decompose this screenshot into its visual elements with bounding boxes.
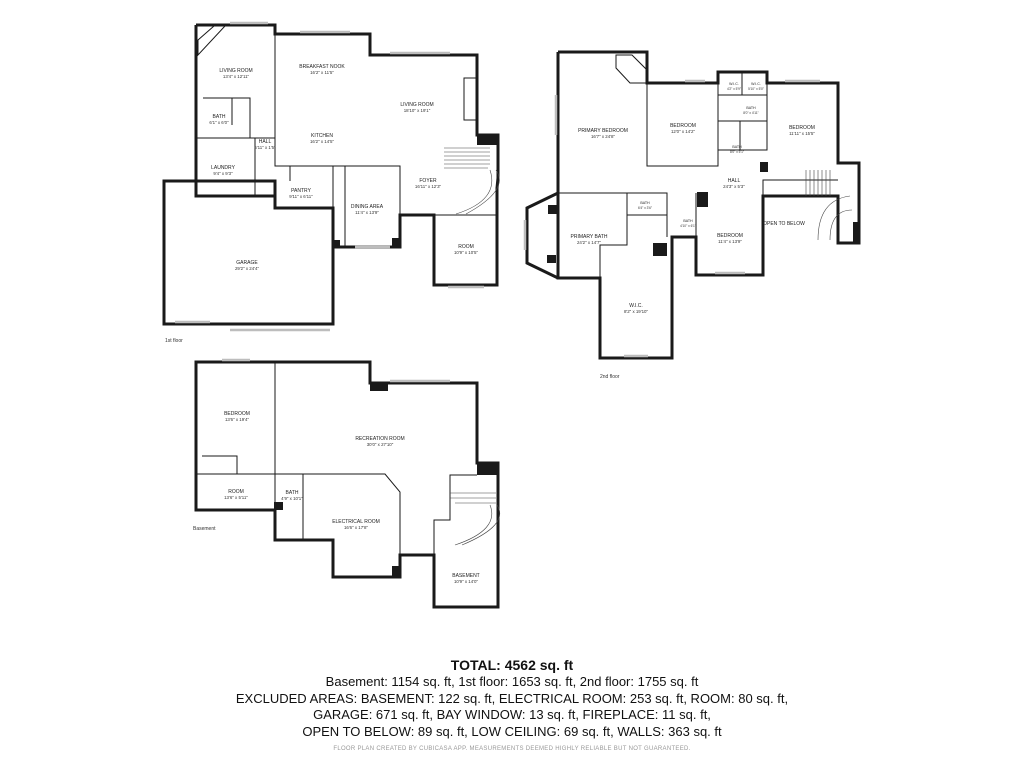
- dim-room: 10'9" x 10'5": [454, 250, 479, 255]
- label-room-basement: ROOM: [228, 489, 244, 495]
- dim-bath-d: 4'10" x 6'1": [680, 224, 696, 228]
- dim-basement-room: 10'9" x 14'0": [454, 579, 479, 584]
- label-foyer: FOYER: [419, 178, 437, 184]
- dim-wic-c: 8'2" x 19'10": [624, 309, 649, 314]
- dim-living-room: 13'4" x 12'11": [223, 74, 250, 79]
- dim-primary-bath: 24'2" x 14'7": [577, 240, 602, 245]
- label-dining-area: DINING AREA: [351, 204, 384, 210]
- label-bedroom-a: BEDROOM: [670, 123, 696, 129]
- dim-bedroom-a: 12'0" x 14'2": [671, 129, 696, 134]
- basement-caption: Basement: [193, 526, 216, 532]
- label-recreation-room: RECREATION ROOM: [355, 436, 404, 442]
- dim-foyer: 16'11" x 12'3": [415, 184, 442, 189]
- label-wic-a: W.I.C.: [729, 82, 739, 86]
- dim-bedroom-basement: 13'6" x 19'4": [225, 417, 250, 422]
- label-hall-2: HALL: [728, 178, 741, 184]
- label-bath-c: BATH: [640, 201, 650, 205]
- second-floor-labels: PRIMARY BEDROOM 16'7" x 24'8" BEDROOM 12…: [571, 82, 816, 380]
- dim-wic-b: 5'10" x 5'0": [748, 87, 764, 91]
- label-hall: HALL: [259, 139, 272, 145]
- label-breakfast-nook: BREAKFAST NOOK: [299, 64, 345, 70]
- disclaimer: FLOOR PLAN CREATED BY CUBICASA APP. MEAS…: [333, 746, 691, 752]
- excluded-areas-line-3: OPEN TO BELOW: 89 sq. ft, LOW CEILING: 6…: [302, 723, 722, 739]
- label-kitchen: KITCHEN: [311, 133, 333, 139]
- label-wic-c: W.I.C.: [629, 303, 643, 309]
- label-bath-d: BATH: [683, 219, 693, 223]
- second-floor-caption: 2nd floor: [600, 374, 620, 380]
- dim-hall-2: 24'3" x 5'3": [723, 184, 745, 189]
- dim-breakfast-nook: 16'2" x 11'5": [310, 70, 334, 75]
- basement-labels: BEDROOM 13'6" x 19'4" RECREATION ROOM 30…: [193, 411, 480, 584]
- dim-bath-basement: 4'9" x 10'1": [281, 496, 303, 501]
- label-bath: BATH: [213, 114, 226, 120]
- label-living-room: LIVING ROOM: [219, 68, 252, 74]
- dim-primary-bedroom: 16'7" x 24'8": [591, 134, 616, 139]
- dim-bath-a: 8'0" x 4'11": [743, 111, 758, 115]
- label-garage: GARAGE: [236, 260, 258, 266]
- label-bath-b: BATH: [732, 145, 742, 149]
- label-bedroom-b: BEDROOM: [789, 125, 815, 131]
- area-summary: TOTAL: 4562 sq. ft Basement: 1154 sq. ft…: [0, 656, 1024, 752]
- floor-areas: Basement: 1154 sq. ft, 1st floor: 1653 s…: [325, 674, 699, 689]
- label-bath-basement: BATH: [286, 490, 299, 496]
- first-floor-plan: [162, 21, 500, 332]
- dim-electrical-room: 16'6" x 17'8": [344, 525, 369, 530]
- total-area: TOTAL: 4562 sq. ft: [450, 657, 574, 673]
- basement-plan: [194, 358, 501, 609]
- dim-garage: 29'2" x 24'4": [235, 266, 260, 271]
- label-wic-b: W.I.C.: [751, 82, 761, 86]
- dim-bath: 6'1" x 6'0": [209, 120, 229, 125]
- label-bath-a: BATH: [746, 106, 756, 110]
- label-primary-bath: PRIMARY BATH: [571, 234, 608, 240]
- first-floor-labels: LIVING ROOM 13'4" x 12'11" BREAKFAST NOO…: [165, 64, 478, 344]
- label-open-to-below: OPEN TO BELOW: [763, 221, 805, 227]
- dim-room-basement: 13'6" x 5'11": [224, 495, 248, 500]
- label-laundry: LAUNDRY: [211, 165, 235, 171]
- label-basement-room: BASEMENT: [452, 573, 480, 579]
- excluded-areas-line-2: GARAGE: 671 sq. ft, BAY WINDOW: 13 sq. f…: [313, 707, 711, 722]
- label-primary-bedroom: PRIMARY BEDROOM: [578, 128, 628, 134]
- dim-hall: 6'11" x 1'5": [254, 145, 276, 150]
- dim-bath-b: 8'0" x 5'1": [730, 150, 744, 154]
- dim-recreation-room: 30'0" x 27'10": [367, 442, 394, 447]
- dim-living-room-2: 18'10" x 19'1": [404, 108, 431, 113]
- label-room: ROOM: [458, 244, 474, 250]
- label-bedroom-basement: BEDROOM: [224, 411, 250, 417]
- excluded-areas-line-1: EXCLUDED AREAS: BASEMENT: 122 sq. ft, EL…: [235, 690, 789, 706]
- dim-bath-c: 6'4" x 3'6": [638, 206, 652, 210]
- second-floor-plan: [523, 50, 861, 360]
- first-floor-caption: 1st floor: [165, 338, 183, 344]
- dim-bedroom-b: 11'11" x 15'5": [789, 131, 815, 136]
- dim-wic-a: 4'2" x 5'9": [727, 87, 741, 91]
- dim-kitchen: 16'2" x 14'5": [310, 139, 335, 144]
- label-electrical-room: ELECTRICAL ROOM: [332, 519, 380, 525]
- dim-dining-area: 11'4" x 13'9": [355, 210, 379, 215]
- dim-bedroom-c: 11'4" x 13'9": [718, 239, 742, 244]
- dim-pantry: 9'11" x 6'11": [289, 194, 313, 199]
- label-bedroom-c: BEDROOM: [717, 233, 743, 239]
- dim-laundry: 9'4" x 9'3": [213, 171, 233, 176]
- label-living-room-2: LIVING ROOM: [400, 102, 433, 108]
- label-pantry: PANTRY: [291, 188, 311, 194]
